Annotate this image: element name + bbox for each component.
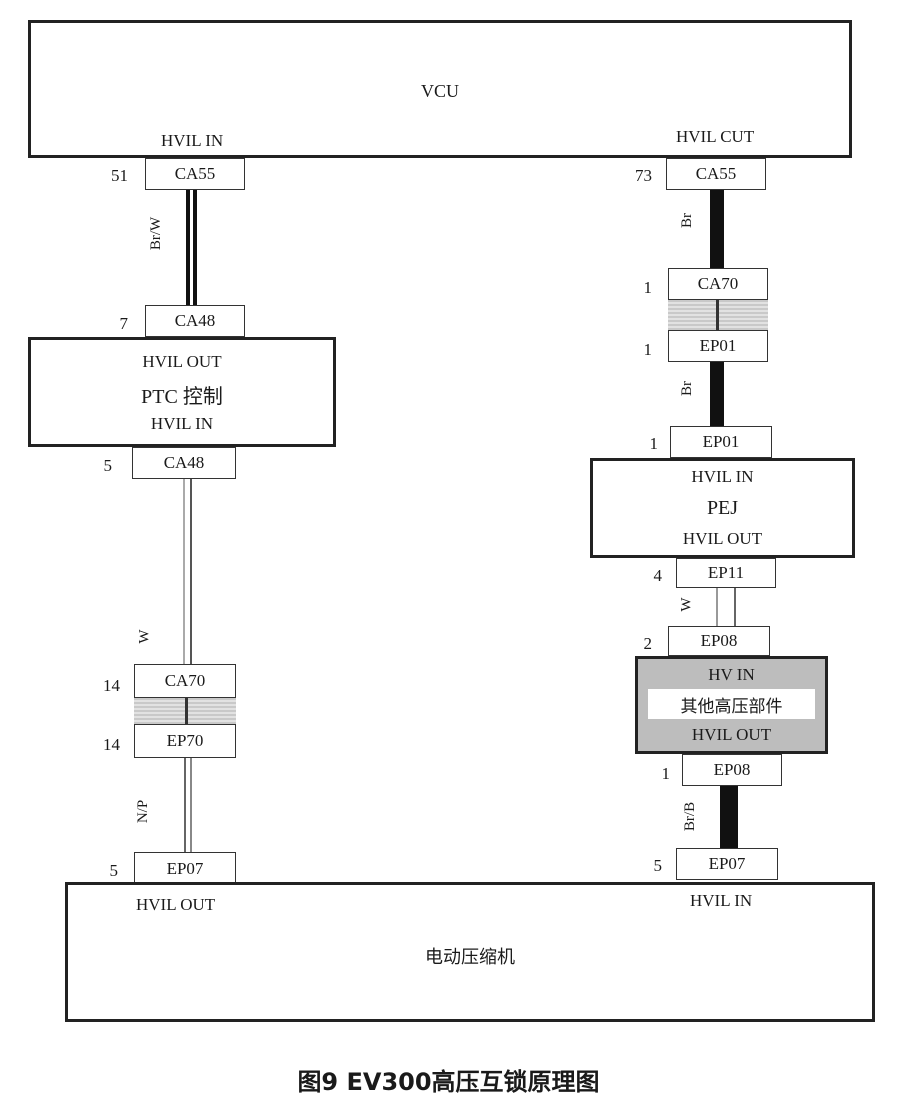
- right-ep08a-connector: EP08: [668, 626, 770, 656]
- right-ep01b-connector: EP01: [670, 426, 772, 458]
- right-comp-connector-label: EP07: [708, 854, 746, 873]
- right-ca70-connector-label: CA70: [697, 274, 739, 293]
- right-ep01b-pin: 1: [649, 434, 659, 453]
- ptc-hvil-in-label: HVIL IN: [150, 414, 214, 433]
- left-wire-w-b: [190, 479, 192, 664]
- left-ca70-pin: 14: [103, 676, 120, 695]
- left-wire-np-b: [190, 758, 192, 852]
- other-hv-in-label: HV IN: [708, 665, 755, 684]
- right-wire-3-label: W: [678, 597, 695, 612]
- left-ep70-connector-label: EP70: [166, 731, 204, 750]
- vcu-hvil-in-label: HVIL IN: [161, 131, 224, 150]
- right-wire-1-label: Br: [679, 213, 695, 228]
- left-ptc-in-connector-label: CA48: [174, 311, 216, 330]
- left-wire-br-w-b: [193, 190, 197, 305]
- other-hv-title: 其他高压部件: [648, 689, 815, 719]
- left-wire-1-label: Br/W: [148, 216, 165, 251]
- right-ep11-pin: 4: [653, 566, 663, 585]
- pej-hvil-in-label: HVIL IN: [691, 467, 754, 486]
- right-ep01a-pin: 1: [643, 340, 653, 359]
- left-comp-connector: EP07: [134, 852, 236, 885]
- figure-caption: 图9 EV300高压互锁原理图: [297, 1068, 600, 1096]
- left-vcu-connector: CA55: [145, 158, 245, 190]
- right-ep11-connector: EP11: [676, 558, 776, 588]
- right-vcu-pin: 73: [635, 166, 652, 185]
- left-comp-connector-label: EP07: [166, 858, 204, 878]
- right-wire-br-b: [720, 786, 738, 848]
- right-splice-wire: [716, 300, 719, 330]
- left-wire-br-w-a: [186, 190, 190, 305]
- left-splice-wire: [185, 698, 188, 724]
- right-wire-br-1: [710, 190, 724, 268]
- left-wire-w-a: [183, 479, 185, 664]
- right-wire-2-label: Br: [679, 381, 695, 396]
- compressor-title: 电动压缩机: [425, 947, 515, 968]
- left-wire-np-a: [184, 758, 186, 852]
- comp-hvil-in-label: HVIL IN: [690, 891, 753, 910]
- left-ep70-connector: EP70: [134, 724, 236, 758]
- left-vcu-pin: 51: [111, 166, 128, 185]
- vcu-hvil-out-label: HVIL CUT: [676, 127, 755, 146]
- right-ep01b-connector-label: EP01: [702, 432, 740, 451]
- right-ca70-pin: 1: [643, 278, 653, 297]
- right-ep08b-pin: 1: [661, 764, 671, 783]
- right-wire-w-a: [716, 588, 718, 626]
- left-ptc-in-pin: 7: [119, 314, 129, 333]
- ptc-control-module: HVIL OUT PTC 控制 HVIL IN: [28, 337, 336, 447]
- right-ep01a-connector-label: EP01: [699, 336, 737, 355]
- right-ep11-connector-label: EP11: [707, 563, 745, 582]
- left-ca70-connector-label: CA70: [164, 671, 206, 690]
- comp-hvil-out-label: HVIL OUT: [136, 895, 216, 914]
- left-comp-pin: 5: [109, 861, 119, 880]
- right-comp-connector: EP07: [676, 848, 778, 880]
- ptc-hvil-out-label: HVIL OUT: [142, 352, 222, 371]
- other-hv-out-label: HVIL OUT: [691, 725, 772, 744]
- right-vcu-connector-label: CA55: [695, 164, 737, 183]
- left-ptc-out-pin: 5: [103, 456, 113, 475]
- pej-hvil-out-label: HVIL OUT: [682, 529, 763, 548]
- left-wire-2-label: W: [136, 629, 153, 644]
- ptc-title: PTC 控制: [141, 386, 223, 408]
- right-ep08b-connector-label: EP08: [713, 760, 751, 779]
- other-hv-components-module: HV IN 其他高压部件 HVIL OUT: [635, 656, 828, 754]
- right-comp-pin: 5: [653, 856, 663, 875]
- right-ep01a-connector: EP01: [668, 330, 768, 362]
- right-ep08b-connector: EP08: [682, 754, 782, 786]
- pej-module: HVIL IN PEJ HVIL OUT: [590, 458, 855, 558]
- left-vcu-connector-label: CA55: [174, 164, 216, 183]
- left-wire-3-label: N/P: [135, 799, 152, 824]
- left-ptc-out-connector-label: CA48: [163, 453, 205, 472]
- pej-title: PEJ: [706, 497, 739, 519]
- vcu-title: VCU: [420, 81, 459, 101]
- left-ep70-pin: 14: [103, 735, 120, 754]
- right-ca70-connector: CA70: [668, 268, 768, 300]
- vcu-module: VCU HVIL IN HVIL CUT: [28, 20, 852, 158]
- right-ep08a-connector-label: EP08: [700, 631, 738, 650]
- left-ptc-out-connector: CA48: [132, 447, 236, 479]
- right-wire-br-2: [710, 362, 724, 426]
- right-ep08a-pin: 2: [643, 634, 653, 653]
- right-wire-w-b: [734, 588, 736, 626]
- right-wire-4-label: Br/B: [682, 801, 699, 832]
- left-ptc-in-connector: CA48: [145, 305, 245, 337]
- electric-compressor-module: HVIL OUT HVIL IN 电动压缩机: [65, 882, 875, 1022]
- left-ca70-connector: CA70: [134, 664, 236, 698]
- right-vcu-connector: CA55: [666, 158, 766, 190]
